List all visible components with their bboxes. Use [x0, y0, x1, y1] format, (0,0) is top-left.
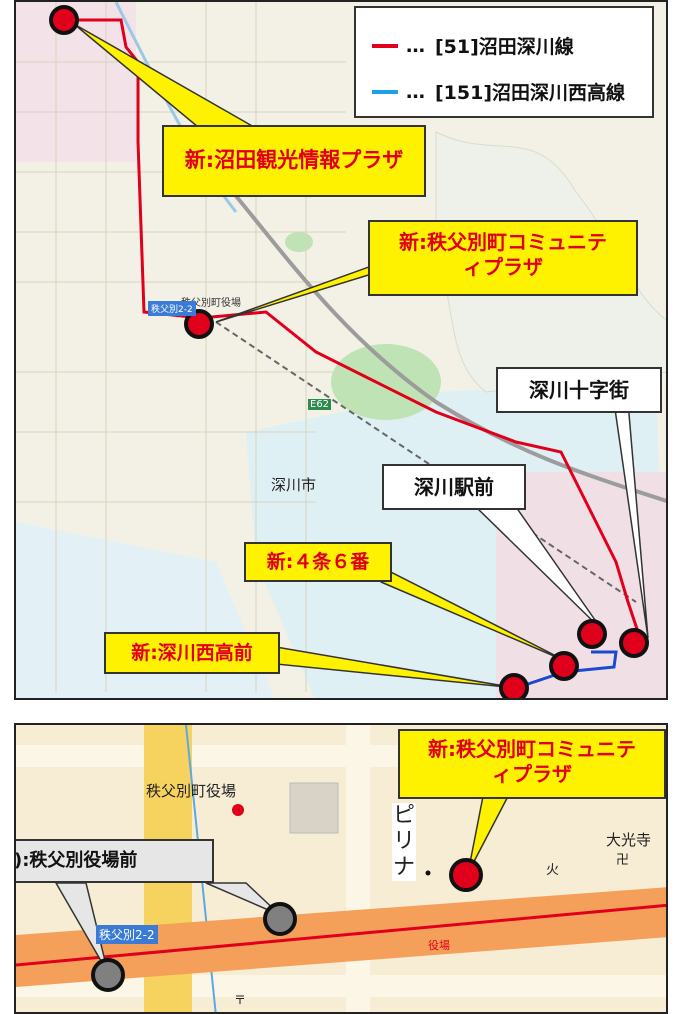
route-sign-label: 秩父別2-2: [148, 301, 196, 316]
building: [289, 782, 339, 834]
legend-swatch-blue: [372, 89, 398, 94]
callout-numata: 新:沼田観光情報プラザ: [162, 125, 426, 197]
legend-label-route51: [51]沼田深川線: [435, 36, 574, 58]
post-office-icon: 〒: [234, 993, 247, 1007]
legend-item-route151: … [151]沼田深川西高線: [372, 78, 625, 105]
detail-town-office-label: 秩父別町役場: [146, 782, 237, 800]
temple-icon: 卍: [616, 853, 630, 868]
railway: [215, 321, 637, 603]
park-area: [331, 344, 441, 420]
callout-chichibu-line1: 新:秩父別町コミュニテ: [399, 230, 607, 254]
stop-fukagawa-jujigai[interactable]: [619, 628, 649, 658]
town-office-label: 秩父別町役場: [181, 298, 241, 309]
city-label: 深川市: [271, 476, 317, 494]
pirina-label: ピリナ: [392, 803, 416, 881]
overview-map[interactable]: 深川市 秩父別町役場 秩父別2-2 E62 … [51]沼田深川線 … [151…: [14, 0, 668, 700]
old-stop-callout: ):秩父別役場前: [16, 839, 214, 883]
office-short-label: 役場: [428, 939, 450, 952]
town-office-marker: [232, 804, 244, 816]
old-callout-tail-1: [205, 882, 281, 916]
route-legend: … [51]沼田深川線 … [151]沼田深川西高線: [354, 6, 654, 118]
temple-label: 大光寺: [606, 831, 652, 849]
highway: [214, 170, 666, 503]
route-151-line: [515, 650, 618, 690]
detail-callout-line1: 新:秩父別町コミュニテ: [428, 737, 636, 761]
fire-station-icon: 火: [546, 863, 560, 878]
legend-dots: …: [406, 34, 425, 57]
pirina-marker: [425, 870, 431, 876]
bus-sign-label: 秩父別2-2: [96, 925, 158, 944]
legend-dots: …: [406, 80, 425, 103]
detail-stop-new[interactable]: [449, 858, 483, 892]
stop-chichibu-community[interactable]: [184, 309, 214, 339]
detail-callout-line2: ィプラザ: [492, 762, 572, 786]
street-vertical: [346, 725, 370, 1012]
small-park: [285, 232, 313, 252]
callout-ekimae: 深川駅前: [382, 464, 526, 510]
callout-chichibu-line2: ィプラザ: [463, 255, 543, 279]
detail-stop-old-1[interactable]: [263, 902, 297, 936]
route-51-detail-line: [16, 903, 666, 967]
stop-jo4-6ban[interactable]: [549, 651, 579, 681]
callout-nishikou: 新:深川西高前: [104, 632, 280, 674]
detail-callout-chichibu: 新:秩父別町コミュニテ ィプラザ: [398, 729, 666, 799]
main-road: [16, 887, 666, 987]
legend-label-route151: [151]沼田深川西高線: [435, 82, 626, 104]
pirina-text: ピリナ: [392, 803, 415, 880]
detail-map-graphics: [16, 725, 666, 1012]
callout-jujigai: 深川十字街: [496, 367, 662, 413]
callout-jo4: 新:４条６番: [244, 542, 392, 582]
stop-fukagawa-ekimae[interactable]: [577, 619, 607, 649]
stop-numata[interactable]: [49, 5, 79, 35]
stop-fukagawa-nishikou[interactable]: [499, 673, 529, 700]
road-e62-label: E62: [308, 399, 332, 410]
detail-stop-old-2[interactable]: [91, 958, 125, 992]
callout-chichibu: 新:秩父別町コミュニテ ィプラザ: [368, 220, 638, 296]
legend-item-route51: … [51]沼田深川線: [372, 32, 574, 59]
detail-map[interactable]: 秩父別町役場 ピリナ 大光寺 卍 火 秩父別2-2 役場 〒 新:秩父別町コミュ…: [14, 723, 668, 1014]
legend-swatch-red: [372, 43, 398, 48]
